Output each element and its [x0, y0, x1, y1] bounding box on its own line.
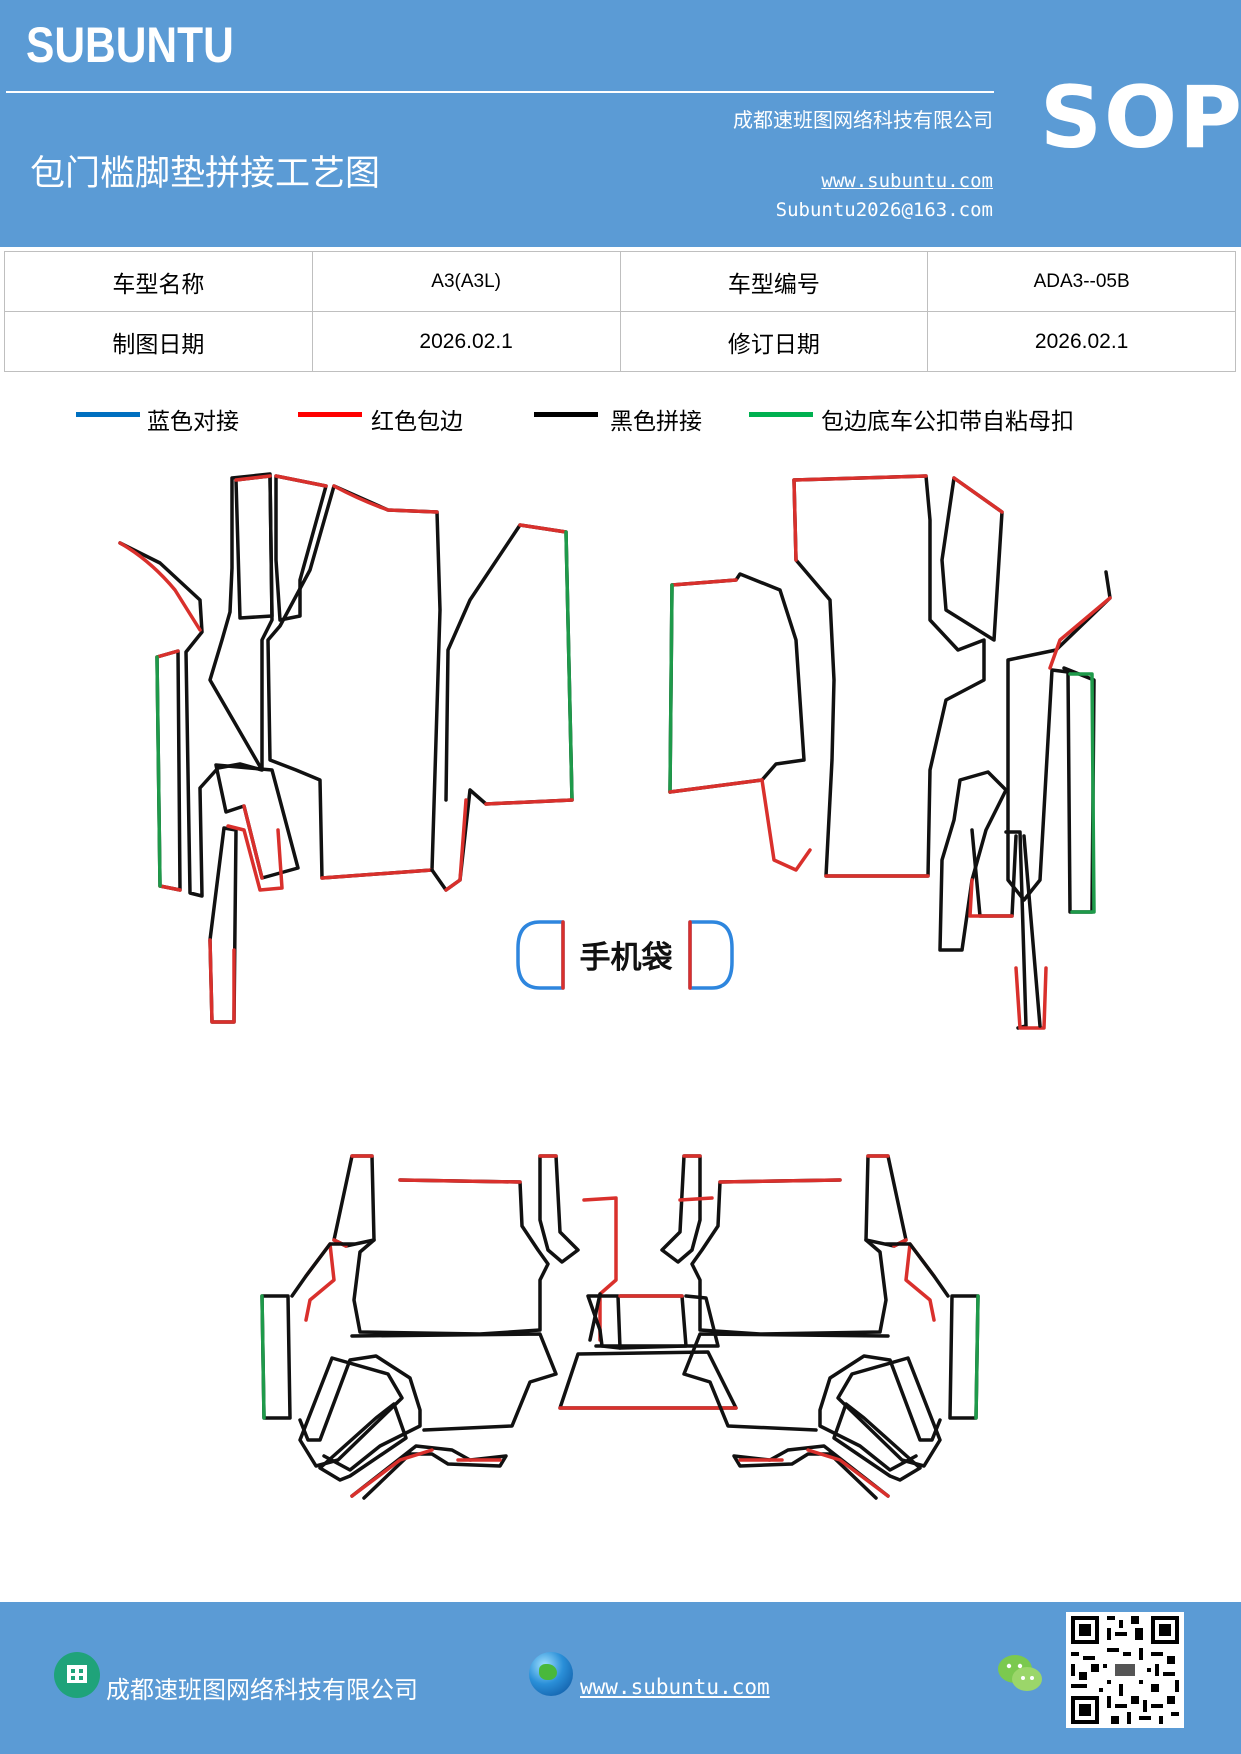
page-header: SUBUNTU SOP 成都速班图网络科技有限公司 包门槛脚垫拼接工艺图 www… — [0, 0, 1241, 247]
legend-label-black: 黑色拼接 — [610, 409, 702, 435]
brand-logo: SUBUNTU — [26, 17, 234, 73]
header-divider — [6, 91, 994, 93]
front-right-mats — [668, 474, 1112, 1030]
legend-swatch-black — [534, 412, 598, 417]
table-row: 车型名称 A3(A3L) 车型编号 ADA3--05B — [4, 251, 1236, 312]
company-name: 成都速班图网络科技有限公司 — [733, 108, 993, 132]
legend-label-red: 红色包边 — [371, 409, 463, 435]
legend-label-blue: 蓝色对接 — [147, 409, 239, 435]
draw-date-value: 2026.02.1 — [311, 311, 621, 372]
model-code-value: ADA3--05B — [927, 251, 1236, 312]
legend-swatch-red — [298, 412, 362, 417]
qr-code[interactable] — [1066, 1612, 1184, 1728]
model-name-value: A3(A3L) — [311, 251, 621, 312]
wechat-icon[interactable] — [996, 1652, 1044, 1696]
legend: 蓝色对接 红色包边 黑色拼接 包边底车公扣带自粘母扣 — [0, 402, 1241, 438]
phone-bag-label: 手机袋 — [580, 940, 673, 976]
website-link[interactable]: www.subuntu.com — [821, 170, 993, 192]
legend-swatch-blue — [76, 412, 140, 417]
front-left-mats — [118, 472, 574, 1024]
phone-bag: 手机袋 — [516, 920, 734, 990]
globe-icon — [529, 1652, 573, 1696]
model-name-label: 车型名称 — [4, 251, 313, 312]
legend-label-green: 包边底车公扣带自粘母扣 — [821, 409, 1074, 435]
footer-company-name: 成都速班图网络科技有限公司 — [106, 1676, 418, 1704]
sop-badge: SOP — [1040, 68, 1241, 168]
revision-date-value: 2026.02.1 — [927, 311, 1236, 372]
building-icon — [54, 1652, 100, 1698]
draw-date-label: 制图日期 — [4, 311, 313, 372]
email-address[interactable]: Subuntu2026@163.com — [775, 199, 993, 221]
table-row: 制图日期 2026.02.1 修订日期 2026.02.1 — [4, 311, 1236, 372]
mat-splice-diagram: 手机袋 — [118, 472, 1112, 1500]
legend-swatch-green — [749, 412, 813, 417]
rear-mats — [260, 1154, 980, 1500]
document-title: 包门槛脚垫拼接工艺图 — [30, 154, 381, 194]
revision-date-label: 修订日期 — [619, 311, 929, 372]
model-code-label: 车型编号 — [619, 251, 929, 312]
info-table: 车型名称 A3(A3L) 车型编号 ADA3--05B 制图日期 2026.02… — [4, 251, 1236, 372]
footer-website-link[interactable]: www.subuntu.com — [580, 1675, 770, 1699]
